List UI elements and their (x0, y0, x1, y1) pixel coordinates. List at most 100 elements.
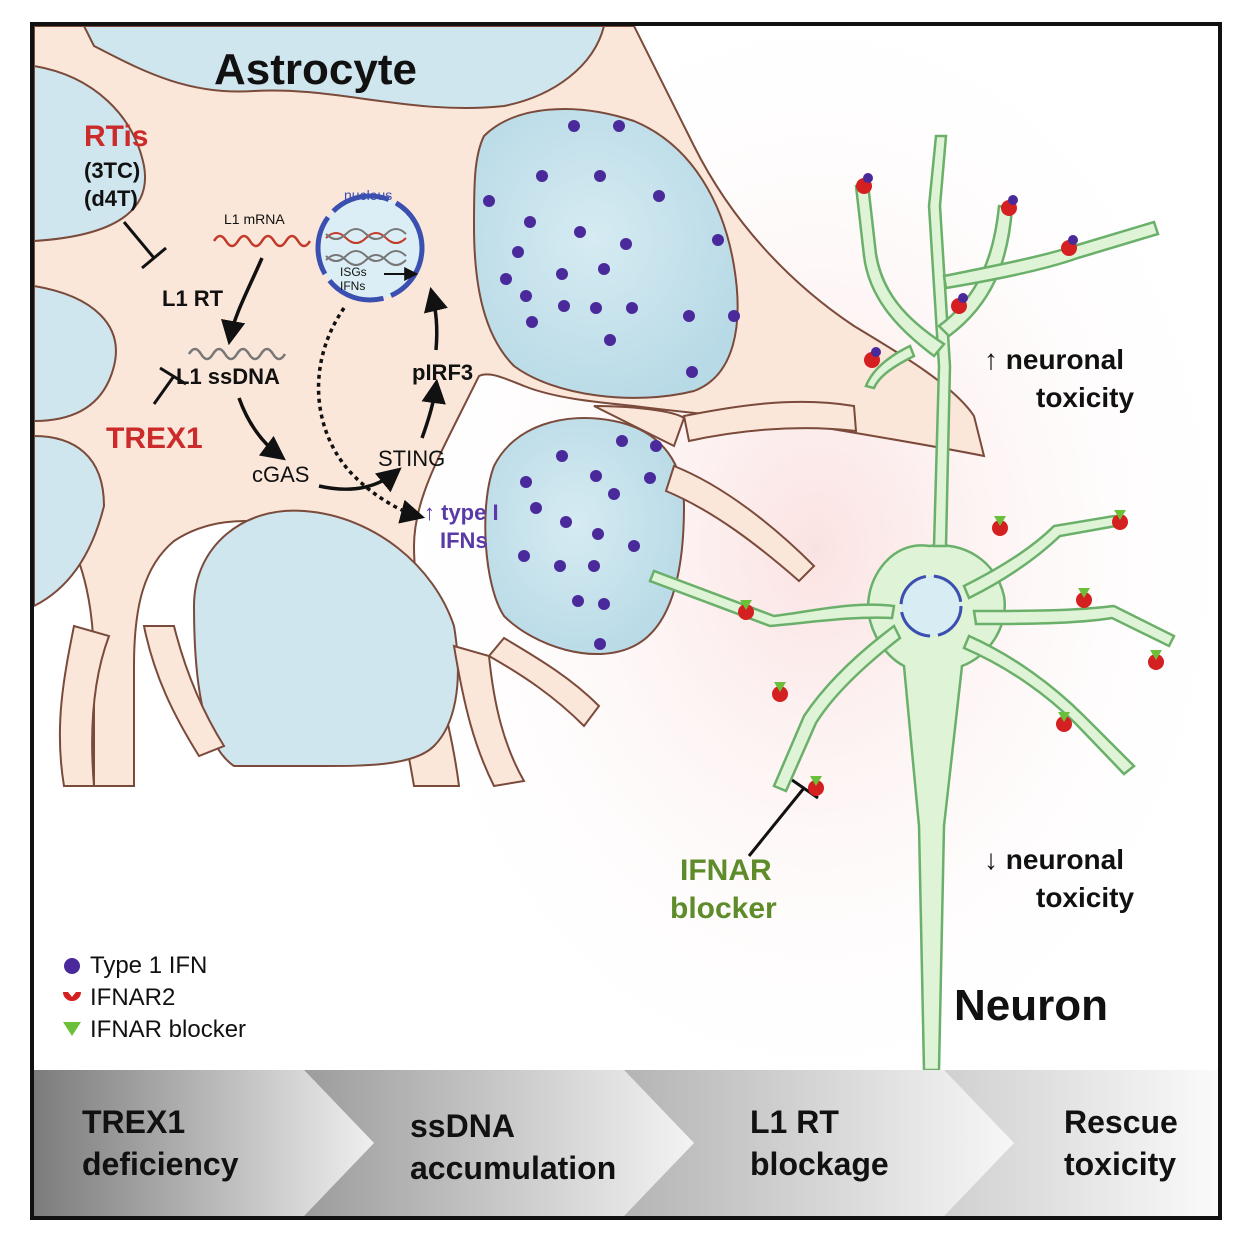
step-4-chevron (944, 1070, 1218, 1216)
ifnar-blocker-mark (1114, 510, 1126, 520)
ifnar2-receptor (1112, 514, 1128, 530)
ifn-dot (536, 170, 548, 182)
ifn-dot (686, 366, 698, 378)
ifnar-blocker-mark (774, 682, 786, 692)
l1-mrna-label: L1 mRNA (224, 211, 285, 227)
isgs-label: ISGs (340, 265, 367, 279)
ifn-dot (518, 550, 530, 562)
legend-symbols (63, 958, 81, 1036)
ifn-dot (520, 290, 532, 302)
astrocyte-cytoplasm (34, 26, 986, 787)
bound-ifn-dot (1008, 195, 1018, 205)
ifn-dot (594, 638, 606, 650)
ifnar-blocker-mark (810, 776, 822, 786)
ifn-dot (526, 316, 538, 328)
ifn-dot (520, 476, 532, 488)
ifnar-blocker-mark (1078, 588, 1090, 598)
rtis-title: RTis (84, 120, 149, 153)
neuron-title: Neuron (954, 981, 1108, 1030)
ifn-dot (590, 302, 602, 314)
ifn-dot (712, 234, 724, 246)
astrocyte-processes (58, 400, 858, 788)
step-4-line2: toxicity (1064, 1146, 1177, 1182)
rtis-drug-d4t: (d4T) (84, 186, 138, 211)
ifn-dot (620, 238, 632, 250)
ifn-dot (556, 450, 568, 462)
nucleus-label: nucleus (344, 187, 393, 203)
bound-ifn-dot (871, 347, 881, 357)
ifn-dot (558, 300, 570, 312)
ifn-dot (512, 246, 524, 258)
ifn-dot (683, 310, 695, 322)
extracellular-right-mid (484, 417, 686, 655)
ifn-dot (590, 470, 602, 482)
diagram-canvas (34, 26, 1218, 1216)
rtis-drug-3tc: (3TC) (84, 158, 141, 183)
ifn-dot (608, 488, 620, 500)
astrocyte-nucleus (315, 193, 425, 303)
step-2-line2: accumulation (410, 1150, 617, 1186)
ifnar-blocker-mark (1150, 650, 1162, 660)
l1-rt-label: L1 RT (162, 286, 224, 311)
ifn-dot (500, 273, 512, 285)
step-1-chevron (34, 1070, 374, 1216)
neuron-nucleus (899, 574, 963, 638)
ifn-dot (604, 334, 616, 346)
ifnar2-receptor (808, 780, 824, 796)
ifn-dot (626, 302, 638, 314)
legend-blocker-icon (63, 1022, 81, 1036)
extracellular-top (82, 26, 606, 109)
ifn-dot (728, 310, 740, 322)
ifn-dot (594, 170, 606, 182)
ifn-dot (613, 120, 625, 132)
toxicity-up-line2: toxicity (1036, 382, 1135, 413)
extracellular-left-low (34, 434, 106, 608)
l1-ssdna-label: L1 ssDNA (176, 364, 280, 389)
type-ifn-label-1: ↑ type I (424, 500, 499, 525)
legend-label-blocker: IFNAR blocker (90, 1016, 247, 1043)
ifn-dot (598, 598, 610, 610)
ifn-dot (644, 472, 656, 484)
ifnar-blocker-mark (1058, 712, 1070, 722)
ifn-dot (616, 435, 628, 447)
step-3-line2: blockage (750, 1146, 889, 1182)
ifn-dot (592, 528, 604, 540)
ifnar-blocker-mark (740, 600, 752, 610)
type-ifn-label-2: IFNs (440, 528, 488, 553)
pirf3-label: pIRF3 (412, 360, 474, 385)
ifn-dot (524, 216, 536, 228)
pathway-arrows (221, 257, 448, 524)
ifnar-blocker-mark (994, 516, 1006, 526)
ifn-dot (650, 440, 662, 452)
ifn-dot (572, 595, 584, 607)
extracellular-left-mid (34, 284, 117, 423)
figure-frame: Astrocyte Neuron RTis (3TC) (d4T) L1 mRN… (30, 22, 1222, 1220)
cgas-label: cGAS (252, 462, 310, 487)
ifnar2-receptor (1076, 592, 1092, 608)
trex1-label: TREX1 (106, 422, 203, 455)
ifn-dot (554, 560, 566, 572)
legend-receptor-icon (63, 992, 81, 1001)
ifn-dot (588, 560, 600, 572)
ifn-dot (628, 540, 640, 552)
sting-label: STING (378, 446, 446, 471)
legend-label-ifnar2: IFNAR2 (90, 984, 176, 1011)
ssdna-squiggle (187, 347, 287, 361)
l1-mrna-squiggle (212, 234, 312, 248)
toxicity-down-line1: ↓ neuronal (984, 844, 1125, 875)
step-1-line2: deficiency (82, 1146, 239, 1182)
bound-ifn-dot (1068, 235, 1078, 245)
ifn-dots (483, 120, 740, 650)
ifn-dot (483, 195, 495, 207)
legend-dot-icon (64, 958, 80, 974)
legend-label-ifn: Type 1 IFN (90, 952, 208, 979)
toxicity-down-line2: toxicity (1036, 882, 1135, 913)
ifn-dot (598, 263, 610, 275)
ifnar2-receptor (772, 686, 788, 702)
step-4-line1: Rescue (1064, 1104, 1178, 1140)
extracellular-bottom (192, 509, 459, 767)
extracellular-left-top (34, 64, 147, 243)
step-1-line1: TREX1 (82, 1104, 186, 1140)
ifnar-blocker-line1: IFNAR (680, 854, 772, 887)
ifn-dot (568, 120, 580, 132)
